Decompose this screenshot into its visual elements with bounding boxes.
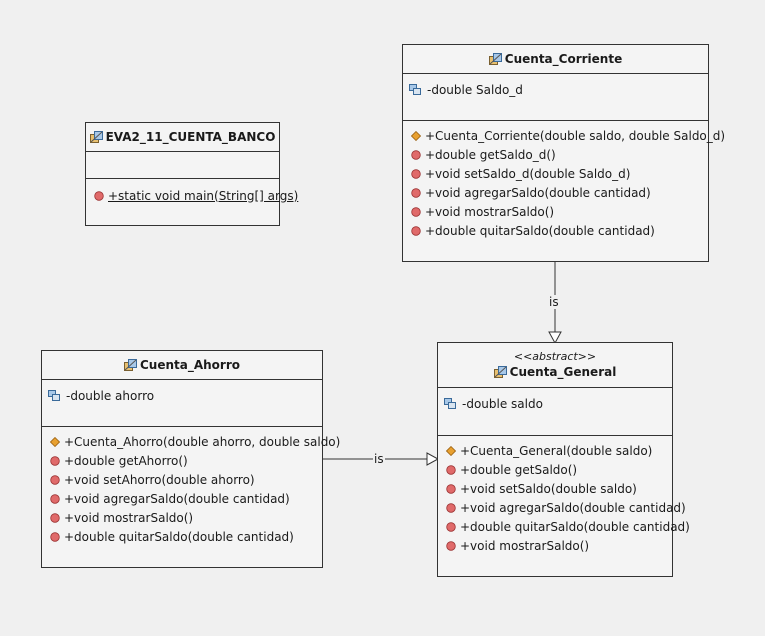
attribute-text: -double Saldo_d <box>427 82 523 97</box>
public-method-icon <box>50 531 60 542</box>
operation-text: +Cuenta_Corriente(double saldo, double S… <box>425 128 726 143</box>
attribute-text: -double saldo <box>462 396 543 411</box>
operation-text: +void setSaldo(double saldo) <box>460 481 637 496</box>
class-icon <box>488 53 502 65</box>
class-name: Cuenta_Corriente <box>488 51 623 67</box>
class-name-text: Cuenta_General <box>509 365 617 379</box>
operation-text: +void setAhorro(double ahorro) <box>64 472 255 487</box>
operation-row[interactable]: +double quitarSaldo(double cantidad) <box>438 517 690 536</box>
operation-text: +static void main(String[] args) <box>108 188 299 203</box>
operation-row[interactable]: +void mostrarSaldo() <box>438 536 672 555</box>
relation-label-corriente-general: is <box>548 295 560 309</box>
operation-text: +Cuenta_General(double saldo) <box>460 443 653 458</box>
public-method-icon <box>50 455 60 466</box>
class-box-cuenta-ahorro[interactable]: Cuenta_Ahorro -double ahorro +Cuenta_Aho… <box>41 350 340 568</box>
class-icon <box>89 131 103 143</box>
public-method-icon <box>446 502 456 513</box>
public-method-icon <box>411 187 421 198</box>
operation-row[interactable]: +Cuenta_General(double saldo) <box>438 441 672 460</box>
private-field-icon <box>444 398 456 409</box>
class-icon <box>123 359 137 371</box>
class-header: EVA2_11_CUENTA_BANCO <box>86 123 279 152</box>
class-header: <<abstract>> Cuenta_General <box>438 343 672 388</box>
operation-row[interactable]: +Cuenta_Corriente(double saldo, double S… <box>403 126 725 145</box>
operation-text: +double quitarSaldo(double cantidad) <box>425 223 655 238</box>
operation-row[interactable]: +static void main(String[] args) <box>86 186 298 205</box>
relation-label-ahorro-general: is <box>373 452 385 466</box>
attribute-row[interactable]: -double ahorro <box>42 386 322 405</box>
operation-row[interactable]: +void agregarSaldo(double cantidad) <box>403 183 708 202</box>
public-method-icon <box>50 512 60 523</box>
attribute-row[interactable]: -double saldo <box>438 394 672 413</box>
class-box-eva2-cuenta-banco[interactable]: EVA2_11_CUENTA_BANCO +static void main(S… <box>85 122 298 226</box>
class-name: EVA2_11_CUENTA_BANCO <box>89 129 276 145</box>
operation-row[interactable]: +double getSaldo_d() <box>403 145 708 164</box>
class-name: Cuenta_General <box>493 364 617 380</box>
attribute-section: -double ahorro <box>42 380 322 427</box>
operation-text: +void mostrarSaldo() <box>460 538 590 553</box>
class-box-cuenta-corriente[interactable]: Cuenta_Corriente -double Saldo_d +Cuenta… <box>402 44 725 262</box>
operation-row[interactable]: +void mostrarSaldo() <box>42 508 322 527</box>
public-method-icon <box>446 521 456 532</box>
class-name: Cuenta_Ahorro <box>123 357 241 373</box>
operation-row[interactable]: +void agregarSaldo(double cantidad) <box>42 489 322 508</box>
operation-text: +void mostrarSaldo() <box>425 204 555 219</box>
operation-row[interactable]: +void mostrarSaldo() <box>403 202 708 221</box>
attribute-section <box>86 152 279 179</box>
public-method-icon <box>411 168 421 179</box>
constructor-icon <box>411 130 421 141</box>
constructor-icon <box>50 436 60 447</box>
operation-section: +Cuenta_General(double saldo) +double ge… <box>438 436 690 555</box>
operation-text: +Cuenta_Ahorro(double ahorro, double sal… <box>64 434 341 449</box>
constructor-icon <box>446 445 456 456</box>
class-icon <box>493 366 507 378</box>
operation-text: +void agregarSaldo(double cantidad) <box>460 500 686 515</box>
operation-text: +double getSaldo_d() <box>425 147 556 162</box>
stereotype-label: <<abstract>> <box>513 350 597 363</box>
attribute-row[interactable]: -double Saldo_d <box>403 80 708 99</box>
operation-row[interactable]: +double quitarSaldo(double cantidad) <box>42 527 322 546</box>
operation-row[interactable]: +void setSaldo_d(double Saldo_d) <box>403 164 708 183</box>
operation-text: +void agregarSaldo(double cantidad) <box>64 491 290 506</box>
operation-section: +Cuenta_Ahorro(double ahorro, double sal… <box>42 427 340 546</box>
attribute-section: -double Saldo_d <box>403 74 708 121</box>
operation-text: +double quitarSaldo(double cantidad) <box>460 519 690 534</box>
private-field-icon <box>48 390 60 401</box>
public-method-icon <box>411 206 421 217</box>
operation-text: +double getAhorro() <box>64 453 188 468</box>
class-box-cuenta-general[interactable]: <<abstract>> Cuenta_General -double sald… <box>437 342 690 577</box>
operation-row[interactable]: +void setAhorro(double ahorro) <box>42 470 322 489</box>
public-method-icon <box>446 540 456 551</box>
operation-text: +void mostrarSaldo() <box>64 510 194 525</box>
class-name-text: EVA2_11_CUENTA_BANCO <box>105 130 276 144</box>
operation-row[interactable]: +void agregarSaldo(double cantidad) <box>438 498 686 517</box>
class-name-text: Cuenta_Corriente <box>504 52 623 66</box>
operation-text: +void agregarSaldo(double cantidad) <box>425 185 651 200</box>
public-method-icon <box>411 225 421 236</box>
public-method-icon <box>94 190 104 201</box>
attribute-text: -double ahorro <box>66 388 155 403</box>
operation-text: +void setSaldo_d(double Saldo_d) <box>425 166 631 181</box>
public-method-icon <box>50 493 60 504</box>
operation-row[interactable]: +Cuenta_Ahorro(double ahorro, double sal… <box>42 432 340 451</box>
class-header: Cuenta_Corriente <box>403 45 708 74</box>
attribute-section: -double saldo <box>438 388 672 436</box>
operation-row[interactable]: +double getAhorro() <box>42 451 322 470</box>
operation-text: +double getSaldo() <box>460 462 578 477</box>
operation-row[interactable]: +double quitarSaldo(double cantidad) <box>403 221 708 240</box>
public-method-icon <box>411 149 421 160</box>
private-field-icon <box>409 84 421 95</box>
operation-section: +Cuenta_Corriente(double saldo, double S… <box>403 121 725 240</box>
public-method-icon <box>50 474 60 485</box>
class-header: Cuenta_Ahorro <box>42 351 322 380</box>
operation-section: +static void main(String[] args) <box>86 179 298 205</box>
public-method-icon <box>446 483 456 494</box>
class-name-text: Cuenta_Ahorro <box>139 358 241 372</box>
public-method-icon <box>446 464 456 475</box>
operation-text: +double quitarSaldo(double cantidad) <box>64 529 294 544</box>
operation-row[interactable]: +double getSaldo() <box>438 460 672 479</box>
operation-row[interactable]: +void setSaldo(double saldo) <box>438 479 672 498</box>
